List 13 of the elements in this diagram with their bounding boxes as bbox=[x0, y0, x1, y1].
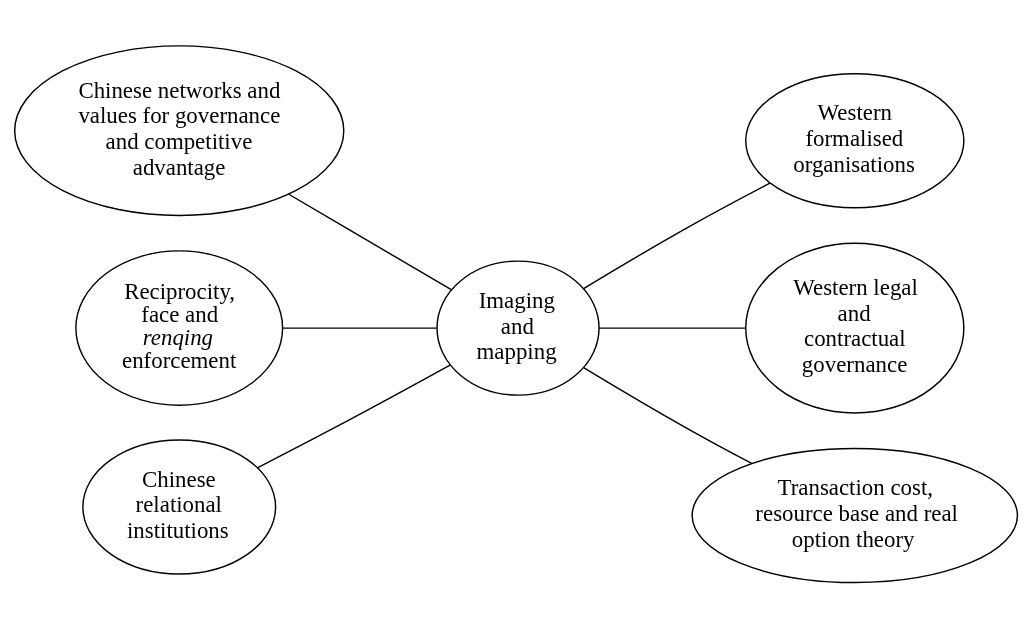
connector bbox=[256, 363, 451, 469]
connector bbox=[598, 326, 747, 329]
node-ellipse: Western formalised organisations bbox=[745, 72, 965, 208]
node-ellipse: Imaging and mapping bbox=[436, 259, 600, 396]
node-ellipse: Chinese networks and values for governance and competitive advantage bbox=[13, 44, 345, 216]
connector bbox=[582, 182, 771, 289]
connector bbox=[582, 366, 753, 464]
connector bbox=[282, 326, 438, 329]
node-ellipse: Transaction cost, resource base and real option theory bbox=[691, 447, 1019, 583]
connector bbox=[288, 193, 452, 290]
node-ellipse: Western legal and contractual governance bbox=[745, 242, 965, 414]
node-ellipse: Reciprocity, face and renqing enforcement bbox=[75, 249, 284, 406]
node-ellipse: Chinese relational institutions bbox=[82, 438, 277, 575]
